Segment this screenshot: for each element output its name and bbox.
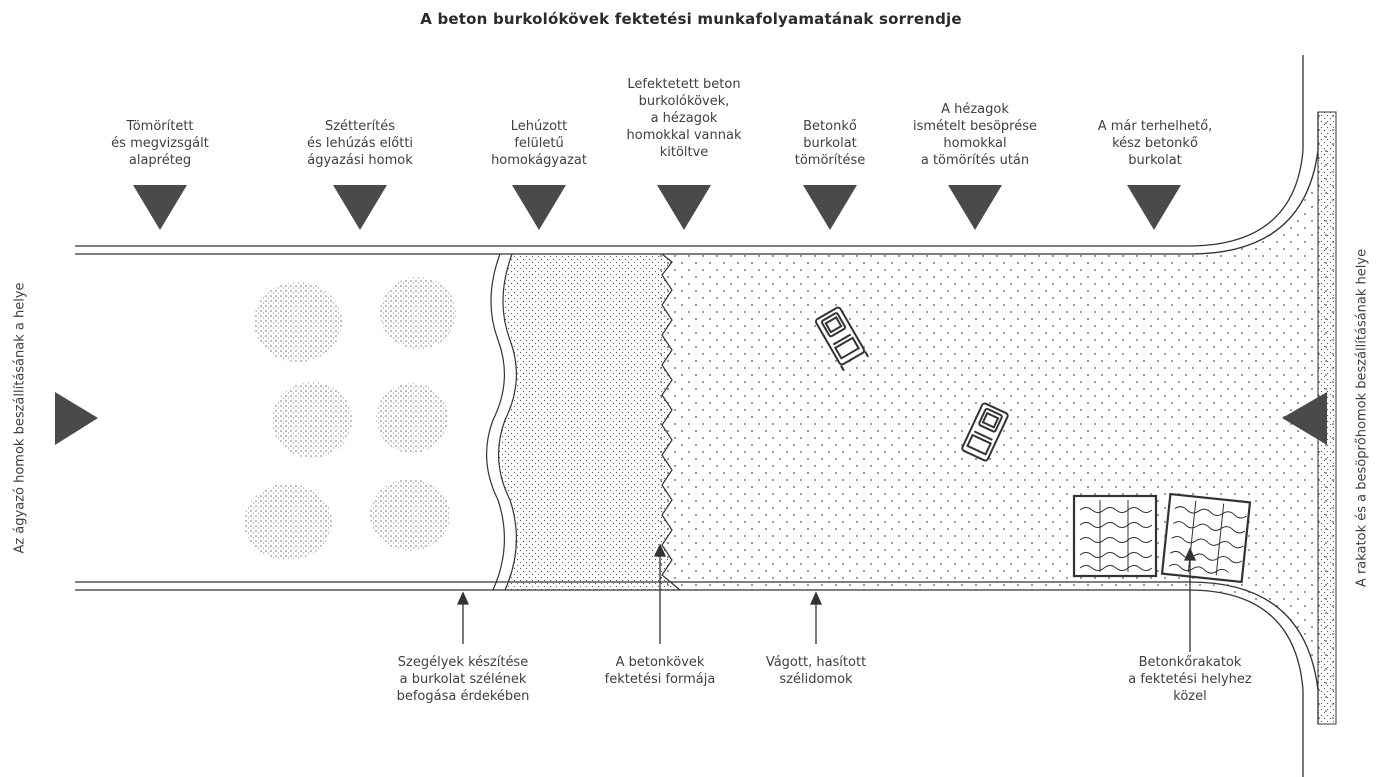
plate-compactor-icon [814, 306, 869, 372]
sand-pile [272, 382, 352, 458]
paver-pallet-icon [1160, 492, 1252, 584]
screeded-sand-bed [498, 254, 680, 590]
sand-pile [370, 479, 450, 551]
sand-pile [380, 277, 456, 349]
sand-edge-line [486, 253, 505, 591]
sand-pile [376, 383, 448, 453]
plate-compactor-icon [961, 402, 1009, 462]
sand-piles [244, 277, 456, 560]
sand-pile [244, 484, 332, 560]
up-arrow-icon [809, 591, 823, 605]
right-triangle-icon [55, 392, 98, 445]
bottom-pointers [456, 543, 1197, 652]
down-triangle-icon [1127, 185, 1181, 230]
down-triangle-icon [948, 185, 1002, 230]
left-side-label: Az ágyazó homok beszállításának a helye [12, 282, 28, 554]
laying-front-zigzag [661, 253, 681, 591]
sand-pile [254, 282, 342, 362]
paved-area [660, 112, 1336, 722]
road-edges [75, 55, 1319, 777]
right-side-label: A rakatok és a besöprőhomok beszállításá… [1354, 248, 1370, 588]
down-triangle-icon [512, 185, 566, 230]
down-triangle-icon [333, 185, 387, 230]
up-arrow-icon [653, 543, 667, 557]
paver-pallet-icon [1072, 494, 1158, 578]
top-markers [133, 185, 1181, 230]
up-arrow-icon [456, 591, 470, 605]
left-triangle-icon [1282, 392, 1327, 445]
down-triangle-icon [803, 185, 857, 230]
diagram-title: A beton burkolókövek fektetési munkafoly… [420, 10, 962, 28]
up-arrow-icon [1183, 547, 1197, 561]
down-triangle-icon [133, 185, 187, 230]
sand-edge-line-inner [498, 253, 517, 591]
down-triangle-icon [657, 185, 711, 230]
